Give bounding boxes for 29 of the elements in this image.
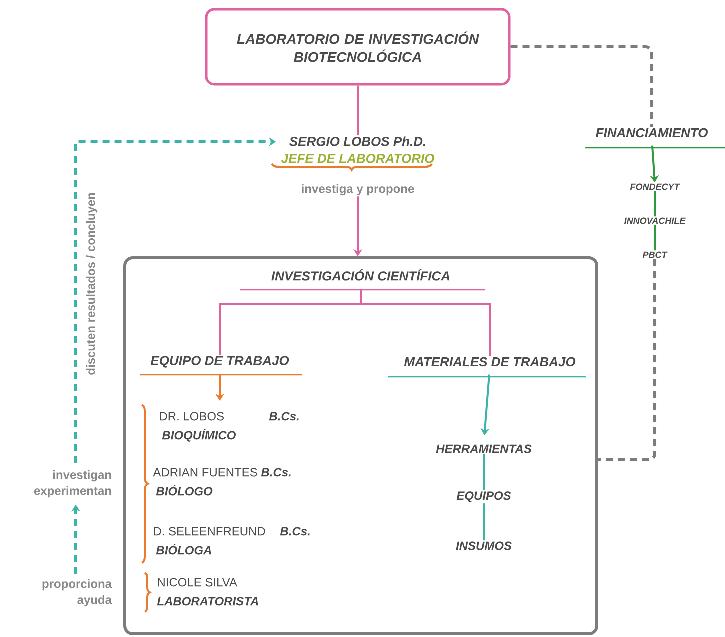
lab-box: LABORATORIO DE INVESTIGACIÓN BIOTECNOLÓGICA — [205, 8, 511, 86]
connector — [483, 504, 485, 541]
connector — [357, 86, 359, 136]
heading-text: EQUIPO DE TRABAJO — [150, 356, 290, 368]
team-member: DR. LOBOS B.Cs. BIOQUÍMICO — [160, 412, 299, 442]
connector — [654, 225, 656, 251]
connector — [483, 454, 485, 490]
edge-label: discuten resultados / concluyen — [85, 192, 99, 376]
research-panel — [124, 256, 598, 636]
program-name: INNOVACHILE — [624, 218, 686, 224]
heading-text: MATERIALES DE TRABAJO — [404, 357, 576, 367]
heading-text: EQUIPOS — [456, 492, 512, 502]
connector — [510, 46, 654, 128]
connector — [598, 259, 656, 462]
side-note: investigan experimentan — [34, 470, 112, 498]
heading-text: FINANCIAMIENTO — [596, 128, 708, 138]
edge-label: investiga y propone — [300, 183, 416, 197]
connector — [360, 289, 491, 356]
heading-text: HERRAMIENTAS — [436, 444, 532, 454]
chief-name: SERGIO LOBOS Ph.D. JEFE DE LABORATORIO — [281, 136, 434, 164]
program-name: PBCT — [642, 252, 668, 258]
program-name: FONDECYT — [630, 184, 680, 190]
team-member: ADRIAN FUENTES B.Cs. BIÓLOGO — [153, 468, 291, 496]
team-member: NICOLE SILVA LABORATORISTA — [157, 578, 258, 606]
side-note: proporciona ayuda — [42, 579, 112, 607]
connector — [654, 191, 656, 217]
heading-text: INVESTIGACIÓN CIENTÍFICA — [272, 269, 450, 281]
team-member: D. SELEENFREUND B.Cs. BIÓLOGA — [154, 527, 310, 555]
heading-text: INSUMOS — [456, 542, 512, 550]
